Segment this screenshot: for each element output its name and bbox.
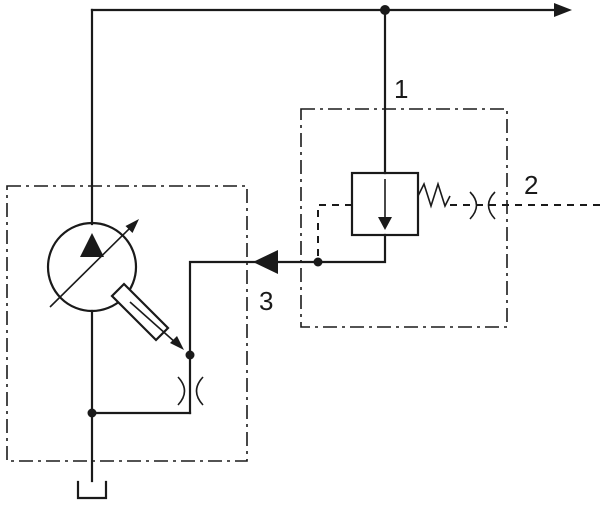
- orifice-arc-left-icon: [177, 376, 186, 406]
- flow-arrow-right-icon: [554, 3, 572, 17]
- tank-symbol: [76, 480, 108, 500]
- pilot-orifice-arc-right-icon: [487, 191, 496, 220]
- orifice-restrictor-pilot: [469, 191, 496, 220]
- pilot-orifice-arc-left-icon: [469, 191, 478, 220]
- label-line-1: 1: [394, 74, 408, 104]
- pump-assembly-enclosure: [6, 185, 248, 462]
- drain-arrow-shaft: [129, 301, 177, 344]
- orifice-restrictor-drain: [177, 376, 204, 406]
- valve-assembly-enclosure: [300, 108, 508, 328]
- line-3: [188, 233, 387, 357]
- orifice-arc-right-icon: [195, 376, 204, 406]
- junction-dot-pilot: [313, 257, 323, 267]
- junction-dot-drain: [185, 350, 195, 360]
- pressure-relief-valve: [350, 171, 451, 237]
- variable-arrow-shaft: [49, 225, 133, 308]
- pilot-line-internal: [317, 204, 352, 260]
- relief-valve-arrow-head-icon: [378, 217, 392, 230]
- label-line-2: 2: [524, 170, 538, 200]
- relief-valve-spring-icon: [417, 181, 451, 209]
- junction-dot-top: [380, 5, 390, 15]
- junction-dot-suction: [87, 408, 97, 418]
- pump-flow-triangle-icon: [80, 233, 104, 257]
- variable-arrow-head-icon: [125, 219, 139, 233]
- drain-arrow-head-icon: [170, 336, 184, 350]
- compensator-lever: [110, 282, 170, 342]
- flow-arrow-left-icon: [253, 250, 278, 274]
- variable-displacement-pump: [46, 219, 184, 350]
- label-line-3: 3: [259, 286, 273, 316]
